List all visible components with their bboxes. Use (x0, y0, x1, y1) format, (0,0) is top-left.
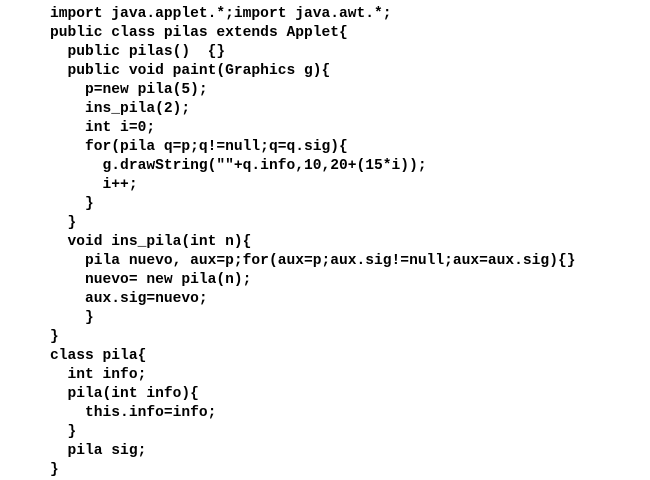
code-line-5: p=new pila(5); (50, 82, 208, 98)
code-line-11: } (50, 196, 94, 212)
code-line-25: } (50, 462, 59, 478)
code-line-8: for(pila q=p;q!=null;q=q.sig){ (50, 139, 348, 155)
code-line-12: } (50, 215, 77, 231)
code-line-20: int info; (50, 367, 147, 383)
code-line-16: aux.sig=nuevo; (50, 291, 208, 307)
code-line-4: public void paint(Graphics g){ (50, 63, 331, 79)
code-listing: import java.applet.*;import java.awt.*; … (50, 5, 575, 480)
code-line-6: ins_pila(2); (50, 101, 191, 117)
code-line-3: public pilas() {} (50, 44, 226, 60)
code-line-18: } (50, 329, 59, 345)
code-line-21: pila(int info){ (50, 386, 199, 402)
code-line-9: g.drawString(""+q.info,10,20+(15*i)); (50, 158, 427, 174)
code-line-23: } (50, 424, 77, 440)
code-line-7: int i=0; (50, 120, 156, 136)
code-line-10: i++; (50, 177, 138, 193)
code-line-14: pila nuevo, aux=p;for(aux=p;aux.sig!=nul… (50, 253, 576, 269)
code-line-2: public class pilas extends Applet{ (50, 25, 348, 41)
code-line-24: pila sig; (50, 443, 147, 459)
code-line-13: void ins_pila(int n){ (50, 234, 252, 250)
code-line-1: import java.applet.*;import java.awt.*; (50, 6, 392, 22)
code-line-15: nuevo= new pila(n); (50, 272, 252, 288)
code-line-22: this.info=info; (50, 405, 217, 421)
code-line-19: class pila{ (50, 348, 147, 364)
code-line-17: } (50, 310, 94, 326)
